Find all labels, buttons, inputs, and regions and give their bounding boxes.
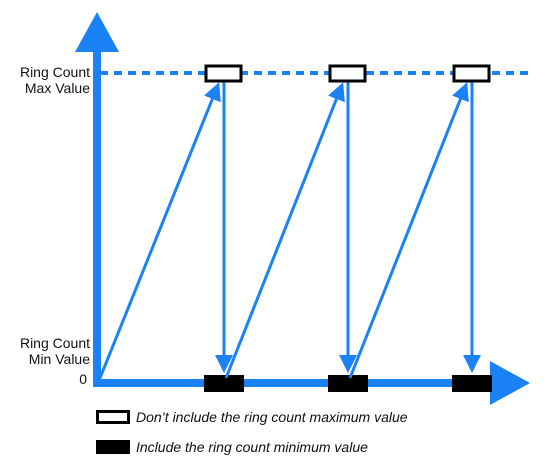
max-value-label-line2: Max Value xyxy=(24,80,90,96)
max-value-label-line1: Ring Count xyxy=(19,64,90,80)
rise-arrow-2 xyxy=(224,82,345,379)
legend-item-filled: Include the ring count minimum value xyxy=(96,438,368,456)
min-value-label-line1: Ring Count xyxy=(19,335,90,351)
x-axis-arrowhead xyxy=(490,361,530,405)
min-filled-marker-1 xyxy=(204,375,244,392)
min-value-label-line2: Min Value xyxy=(28,351,90,367)
max-open-marker-1 xyxy=(204,64,243,83)
filled-box-swatch xyxy=(96,440,130,454)
min-value-label: Ring Count Min Value xyxy=(4,335,90,367)
legend-filled-text: Include the ring count minimum value xyxy=(136,439,368,455)
max-value-label: Ring Count Max Value xyxy=(4,64,90,96)
rise-arrow-1 xyxy=(98,82,221,379)
legend-open-text: Don’t include the ring count maximum val… xyxy=(136,409,408,425)
open-box-swatch xyxy=(96,410,130,424)
legend-item-open: Don’t include the ring count maximum val… xyxy=(96,408,408,426)
min-filled-marker-3 xyxy=(452,375,492,392)
max-open-marker-3 xyxy=(452,64,491,83)
min-filled-marker-2 xyxy=(328,375,368,392)
zero-label: 0 xyxy=(79,371,87,387)
max-open-marker-2 xyxy=(328,64,367,83)
rise-arrow-3 xyxy=(348,82,469,379)
y-axis-arrowhead xyxy=(75,12,119,52)
